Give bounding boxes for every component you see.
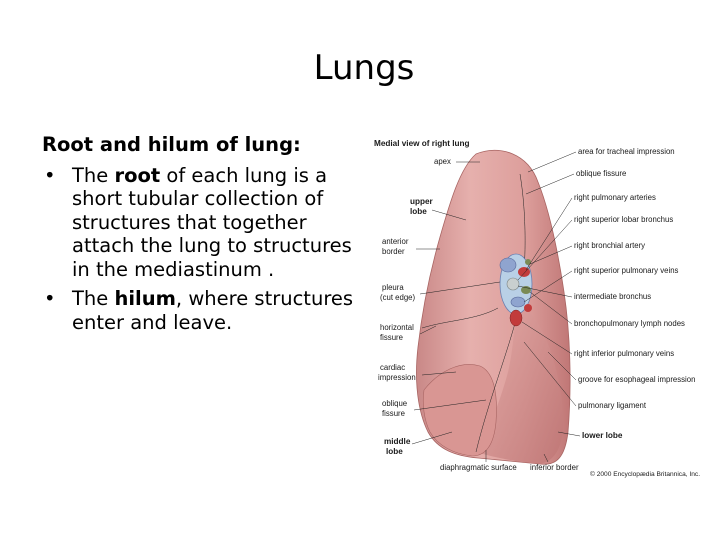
bullet-dot: • <box>44 287 56 310</box>
label-oblique-1: oblique <box>382 399 407 408</box>
label-diaphragmatic: diaphragmatic surface <box>440 463 517 472</box>
label-superior-lobar: right superior lobar bronchus <box>574 215 673 224</box>
label-oblique-2: fissure <box>382 409 405 418</box>
label-inferior-veins: right inferior pulmonary veins <box>574 349 674 358</box>
horizontal-fissure-line <box>421 307 499 329</box>
hilum <box>499 253 533 327</box>
label-bronchial-artery: right bronchial artery <box>574 241 645 250</box>
label-apex: apex <box>434 157 451 166</box>
label-anterior-1: anterior <box>382 237 409 246</box>
label-pleura-2: (cut edge) <box>380 293 416 302</box>
leader-upper-lobe <box>431 209 467 221</box>
label-superior-veins: right superior pulmonary veins <box>574 266 679 275</box>
label-esophageal: groove for esophageal impression <box>578 375 695 384</box>
leader-middle <box>411 431 453 445</box>
label-oblique-fissure: oblique fissure <box>576 169 626 178</box>
leader-inferior-veins <box>521 321 573 355</box>
label-anterior-2: border <box>382 247 405 256</box>
leader-ligament <box>523 341 577 407</box>
section-heading: Root and hilum of lung: <box>42 133 301 156</box>
slide-title: Lungs <box>313 48 415 88</box>
bullet-hilum-post: , where structures enter and leave. <box>72 287 354 334</box>
leader-intermediate <box>517 285 573 298</box>
leader-pleura <box>419 281 501 295</box>
middle-lobe-shape <box>422 364 497 457</box>
leader-tracheal <box>527 151 577 173</box>
bullet-root-post: of each lung is a short tubular collecti… <box>72 163 352 281</box>
label-inferior-border: inferior border <box>530 463 579 472</box>
label-pleura-1: pleura <box>382 283 404 292</box>
copyright-notice: © 2000 Encyclopædia Britannica, Inc. <box>590 470 700 478</box>
bullet-root-bold: root <box>114 163 161 187</box>
bullet-hilum: • The hilum, where structures enter and … <box>42 287 362 334</box>
bullet-hilum-pre: The <box>72 287 115 310</box>
leader-superior-veins <box>523 270 573 303</box>
leader-horizontal <box>419 325 437 335</box>
label-middle-2: lobe <box>386 447 403 456</box>
leader-inferior-border <box>543 453 549 463</box>
lung-illustration: Medial view of right lung apex upper lob… <box>374 139 700 478</box>
bullet-root: • The root of each lung is a short tubul… <box>42 164 362 282</box>
bullet-hilum-bold: hilum <box>114 287 176 310</box>
leader-esophageal <box>547 351 577 381</box>
label-lymph-nodes: bronchopulmonary lymph nodes <box>574 319 685 328</box>
label-cardiac-2: impression <box>378 373 416 382</box>
label-cardiac-1: cardiac <box>380 363 405 372</box>
leader-lower-lobe <box>557 431 581 437</box>
label-ligament: pulmonary ligament <box>578 401 647 410</box>
figure-title: Medial view of right lung <box>374 139 470 148</box>
body-text: Root and hilum of lung: • The root of ea… <box>42 133 362 340</box>
label-upper-lobe-2: lobe <box>410 207 427 216</box>
leader-pulmonary-arteries <box>525 197 573 271</box>
leader-oblique-fissure <box>525 173 575 195</box>
label-horizontal-1: horizontal <box>380 323 414 332</box>
label-pulmonary-arteries: right pulmonary arteries <box>574 193 656 202</box>
label-intermediate: intermediate bronchus <box>574 292 651 301</box>
leader-cardiac <box>421 371 457 376</box>
leader-superior-lobar <box>517 219 573 281</box>
bullet-dot: • <box>44 163 56 187</box>
leader-lymph-nodes <box>529 291 573 325</box>
label-upper-lobe-1: upper <box>410 197 434 206</box>
label-tracheal: area for tracheal impression <box>578 147 675 156</box>
leader-bronchial-artery <box>529 245 573 265</box>
leader-oblique <box>413 399 487 411</box>
bullet-root-pre: The <box>72 163 115 187</box>
label-middle-1: middle <box>384 437 411 446</box>
label-horizontal-2: fissure <box>380 333 403 342</box>
lower-lobe-shape <box>476 304 564 464</box>
label-lower-lobe: lower lobe <box>582 431 623 440</box>
